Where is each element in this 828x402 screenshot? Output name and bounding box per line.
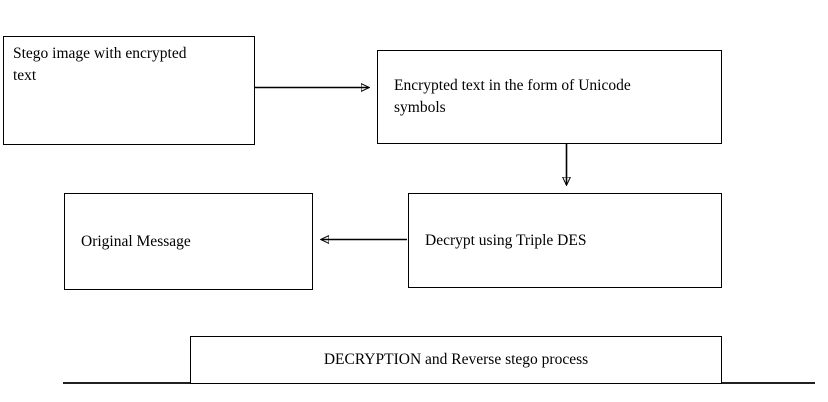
- node-original-message-label: Original Message: [81, 232, 191, 250]
- node-decrypt-triple-des[interactable]: Decrypt using Triple DES: [408, 193, 722, 288]
- banner-decryption-process[interactable]: DECRYPTION and Reverse stego process: [190, 336, 722, 384]
- node-encrypted-unicode-label: Encrypted text in the form of Unicode sy…: [394, 77, 631, 116]
- node-decrypt-triple-des-label: Decrypt using Triple DES: [425, 231, 587, 249]
- node-original-message[interactable]: Original Message: [64, 193, 313, 290]
- node-stego-image-label: Stego image with encrypted text: [13, 45, 187, 84]
- node-stego-image[interactable]: Stego image with encrypted text: [3, 36, 255, 145]
- node-encrypted-unicode[interactable]: Encrypted text in the form of Unicode sy…: [377, 50, 722, 144]
- banner-decryption-process-label: DECRYPTION and Reverse stego process: [323, 351, 589, 368]
